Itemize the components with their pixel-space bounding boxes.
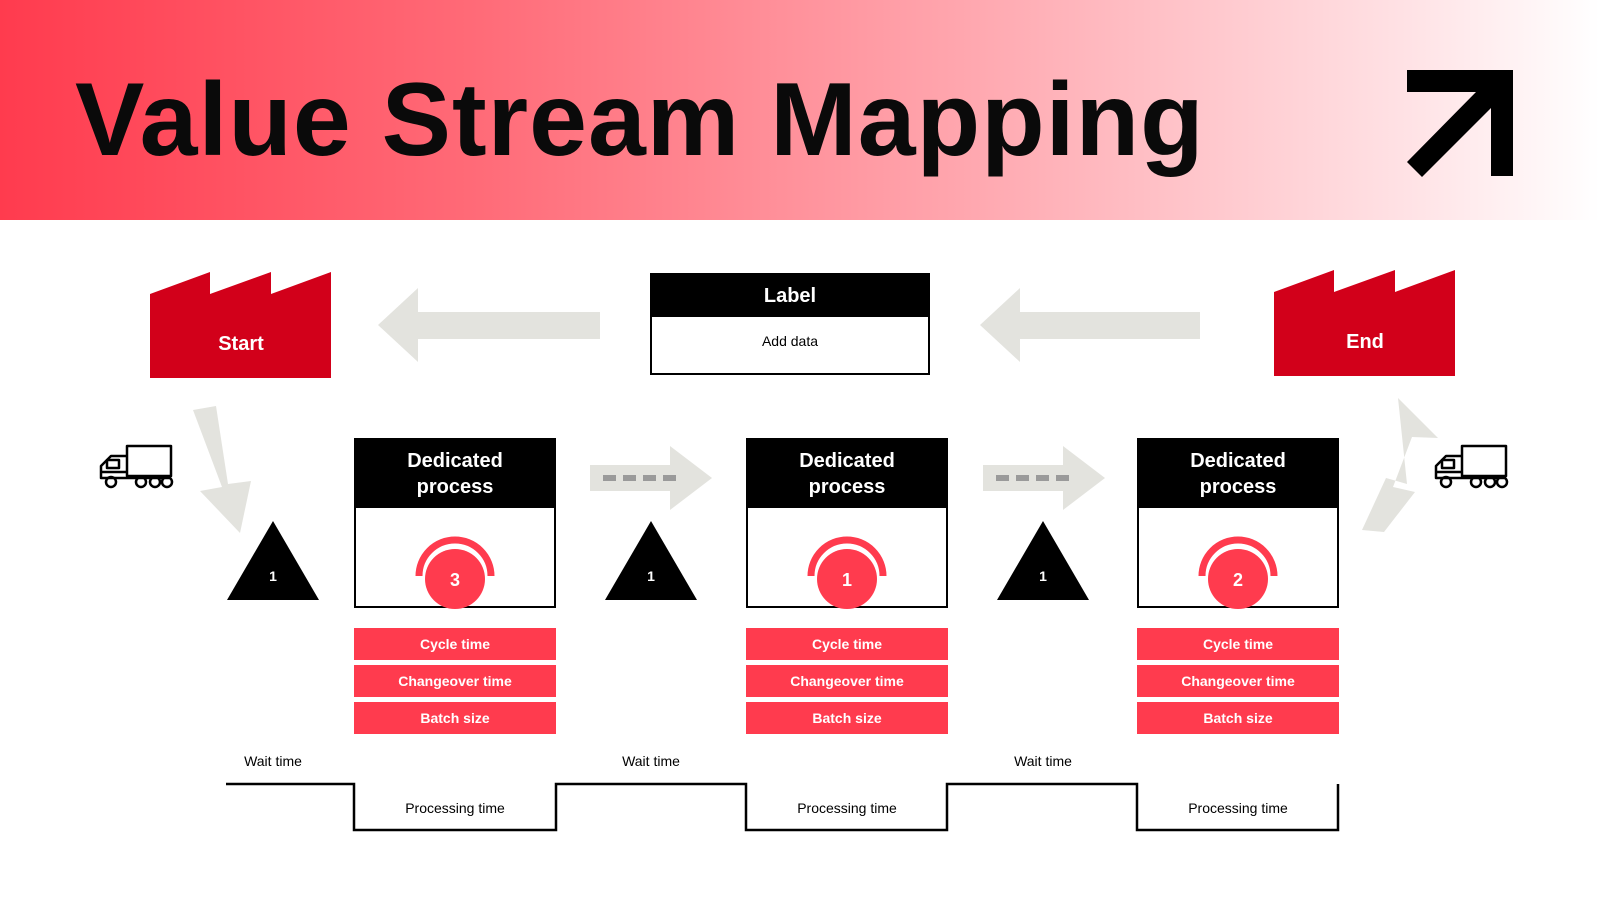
metric-batch-size: Batch size — [1137, 702, 1339, 734]
process-box: Dedicated process 3 — [354, 438, 556, 609]
process-title: Dedicated process — [356, 440, 554, 508]
info-box-body: Add data — [761, 333, 819, 349]
header-banner — [0, 0, 1600, 220]
start-factory — [150, 272, 331, 378]
inventory-count: 1 — [1039, 568, 1047, 584]
operator-icon — [1198, 536, 1278, 609]
wait-time-label: Wait time — [244, 753, 302, 769]
metric-cycle-time: Cycle time — [746, 628, 948, 660]
metric-changeover-time: Changeover time — [746, 665, 948, 697]
operator-count: 2 — [1232, 570, 1243, 590]
end-label: End — [1346, 331, 1384, 353]
push-arrow — [983, 446, 1105, 510]
process-title: Dedicated process — [1139, 440, 1337, 508]
push-arrow — [590, 446, 712, 510]
process-box: Dedicated process 2 — [1137, 438, 1339, 609]
truck-icon — [1434, 444, 1509, 489]
operator-count: 3 — [449, 570, 460, 590]
shipment-arrow-in — [193, 406, 251, 533]
inventory-triangle — [227, 521, 319, 600]
metric-cycle-time: Cycle time — [354, 628, 556, 660]
processing-time-label: Processing time — [1188, 800, 1288, 816]
inventory-triangle — [997, 521, 1089, 600]
processing-time-label: Processing time — [797, 800, 897, 816]
operator-icon — [807, 536, 887, 609]
inventory-count: 1 — [647, 568, 655, 584]
metric-batch-size: Batch size — [746, 702, 948, 734]
processing-time-label: Processing time — [405, 800, 505, 816]
page-title: Value Stream Mapping — [75, 62, 1205, 178]
start-label: Start — [218, 333, 264, 355]
inventory-count: 1 — [269, 568, 277, 584]
info-box: Label Add data — [650, 273, 930, 375]
wait-time-label: Wait time — [1014, 753, 1072, 769]
process-box: Dedicated process 1 — [746, 438, 948, 609]
info-flow-arrow — [980, 288, 1200, 362]
shipment-arrow-out — [1362, 398, 1438, 532]
metric-changeover-time: Changeover time — [1137, 665, 1339, 697]
metric-changeover-time: Changeover time — [354, 665, 556, 697]
operator-icon — [415, 536, 495, 609]
timeline — [226, 782, 1340, 832]
wait-time-label: Wait time — [622, 753, 680, 769]
metric-cycle-time: Cycle time — [1137, 628, 1339, 660]
operator-count: 1 — [841, 570, 852, 590]
info-box-title: Label — [652, 275, 928, 317]
truck-icon — [99, 444, 174, 489]
inventory-triangle — [605, 521, 697, 600]
arrow-up-right-icon — [1407, 70, 1513, 177]
end-factory — [1274, 270, 1455, 376]
metric-batch-size: Batch size — [354, 702, 556, 734]
info-flow-arrow — [378, 288, 600, 362]
process-title: Dedicated process — [748, 440, 946, 508]
